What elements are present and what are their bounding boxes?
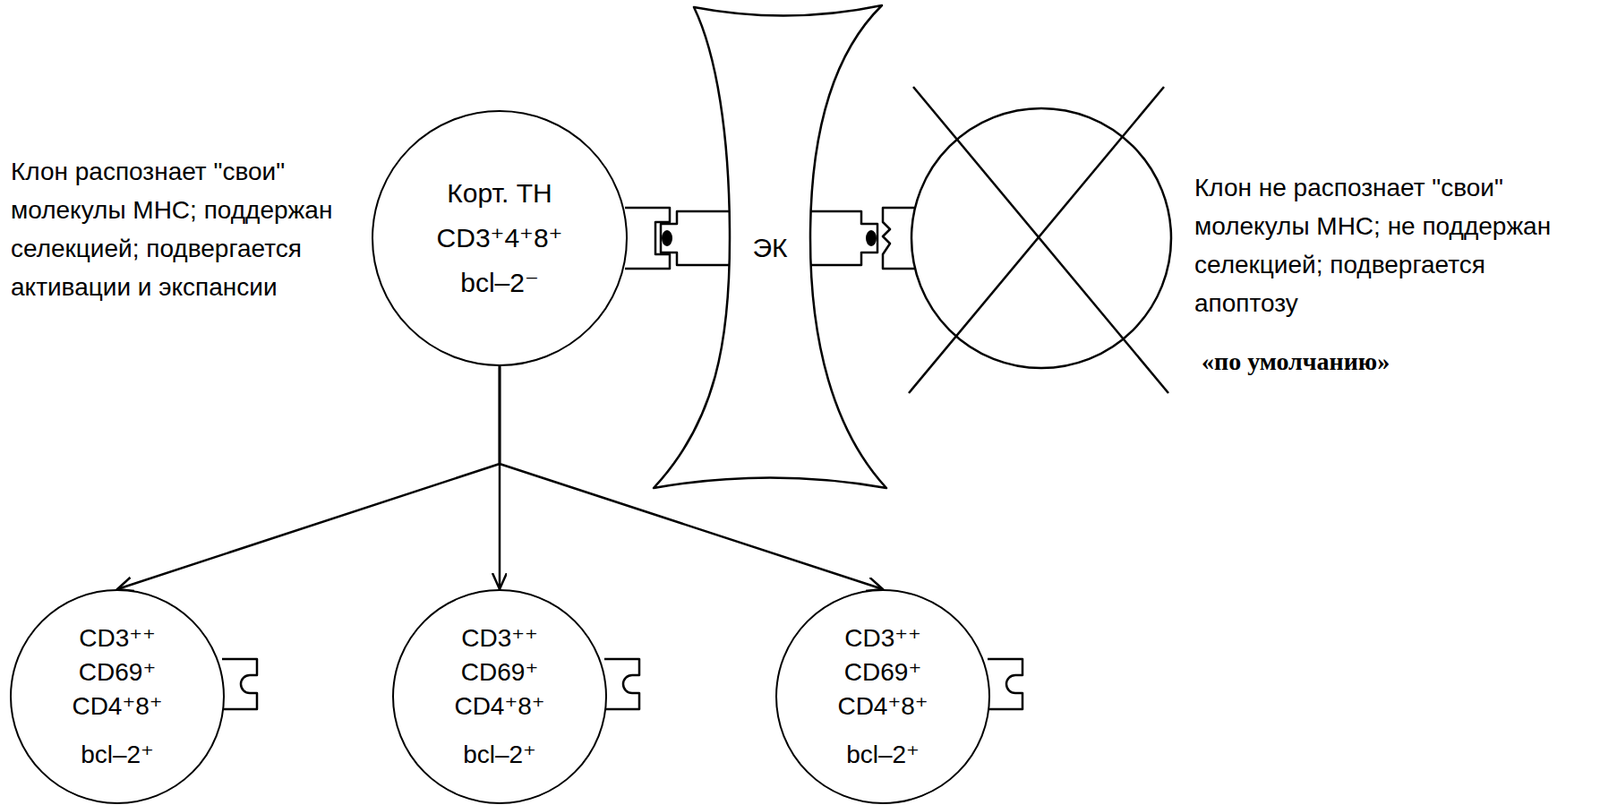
thymocyte-cell: Корт. ТНCD3⁺4⁺8⁺bcl–2⁻: [371, 110, 628, 367]
marker-text: bcl–2⁺: [80, 737, 155, 772]
mhc-molecule: [660, 211, 733, 266]
cell-outline: [653, 5, 887, 488]
marker-text: CD3⁺⁺: [78, 621, 156, 656]
peptide-dot: [865, 230, 877, 247]
marker-text: CD69⁺: [461, 655, 539, 690]
arrow-connector: [117, 366, 500, 590]
marker-text: CD69⁺: [78, 655, 156, 690]
cross-line: [908, 86, 1164, 394]
marker-text: CD4⁺8⁺: [71, 689, 163, 724]
t-cell-receptor: [987, 658, 1023, 710]
cell-name: ЭК: [752, 230, 788, 266]
peptide-dot: [661, 230, 673, 247]
t-cell-receptor: [222, 658, 257, 710]
t-cell-receptor: [604, 658, 640, 710]
marker-text: bcl–2⁺: [462, 737, 537, 772]
marker-text: bcl–2⁻: [460, 260, 540, 306]
marker-text: CD4⁺8⁺: [453, 689, 545, 724]
marker-text: CD3⁺4⁺8⁺: [436, 215, 564, 261]
selected-cell: CD3⁺⁺CD69⁺CD4⁺8⁺ bcl–2⁺: [9, 589, 225, 805]
note-text: «по умолчанию»: [1201, 342, 1578, 381]
marker-text: bcl–2⁺: [846, 737, 920, 772]
marker-text: Корт. ТН: [446, 171, 552, 216]
marker-text: CD3⁺⁺: [461, 621, 539, 656]
note-text: Клон не распознает "свои" молекулы MHC; …: [1194, 168, 1589, 323]
epithelial-cell: ЭК: [649, 2, 891, 494]
marker-text: CD69⁺: [844, 655, 922, 690]
note-text: Клон распознает "свои" молекулы MHC; под…: [10, 152, 362, 307]
selected-cell: CD3⁺⁺CD69⁺CD4⁺8⁺ bcl–2⁺: [392, 589, 608, 805]
cross-line: [913, 86, 1169, 394]
marker-text: CD3⁺⁺: [844, 621, 922, 656]
mhc-molecule: [807, 211, 878, 266]
marker-text: CD4⁺8⁺: [837, 689, 928, 724]
dead-cell: [911, 108, 1172, 368]
selected-cell: CD3⁺⁺CD69⁺CD4⁺8⁺ bcl–2⁺: [775, 589, 991, 805]
